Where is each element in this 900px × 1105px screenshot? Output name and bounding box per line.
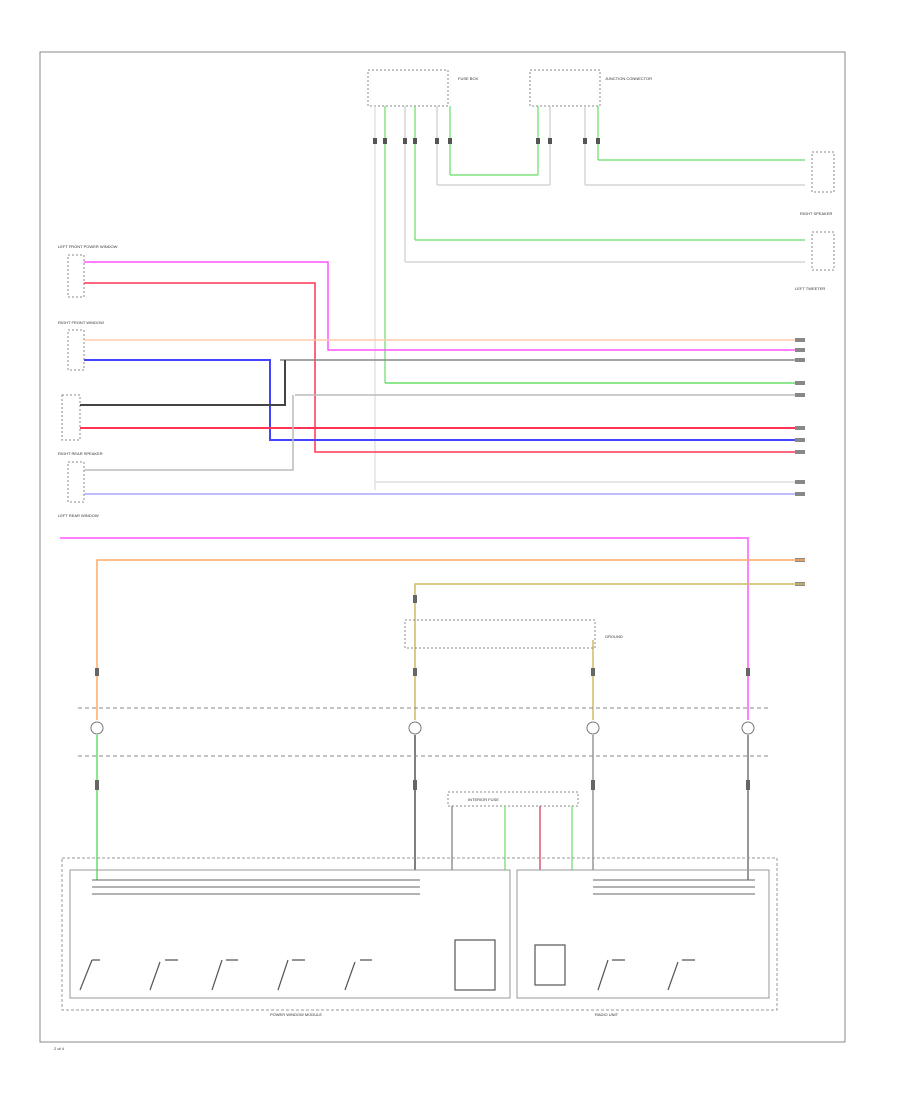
grommets (90, 721, 755, 735)
left-rear-label: LEFT REAR WINDOW (58, 513, 99, 518)
front-left-door-label: LEFT FRONT POWER WINDOW (58, 244, 118, 249)
page-number: 2 of 4 (54, 1046, 65, 1051)
inline-markers (95, 595, 750, 790)
bulkhead-lines (78, 707, 770, 757)
top-drop-wires (374, 106, 599, 490)
junction-box-label: GROUND (605, 634, 623, 639)
right-edge-terminals (795, 338, 805, 586)
module-bus-lines (92, 879, 755, 895)
left-door-connectors: LEFT FRONT POWER WINDOW RIGHT FRONT WIND… (58, 244, 118, 518)
fuse-box-label: FUSE BOX (458, 76, 479, 81)
top-pin-marks (373, 138, 600, 144)
junction-label: JUNCTION CONNECTOR (605, 76, 652, 81)
front-right-door-label: RIGHT FRONT WINDOW (58, 320, 104, 325)
module-switches (79, 939, 695, 991)
junction-box: GROUND (404, 619, 623, 649)
right-rear-label: RIGHT REAR SPEAKER (58, 451, 103, 456)
right-speaker-label: RIGHT SPEAKER (800, 211, 832, 216)
lower-wires (60, 537, 805, 880)
door-harness-wires (80, 261, 805, 495)
diagram-frame (39, 51, 846, 1043)
right-speaker-connector: RIGHT SPEAKER LEFT TWEETER (795, 151, 835, 291)
ground-block: INTERIOR FUSE (447, 791, 579, 870)
module-left-label: POWER WINDOW MODULE (270, 1012, 322, 1017)
module-enclosure (61, 857, 778, 1011)
bottom-center-label: INTERIOR FUSE (468, 797, 499, 802)
top-fuse-connector: FUSE BOX JUNCTION CONNECTOR (367, 69, 652, 107)
module-right-label: RADIO UNIT (595, 1012, 619, 1017)
right-speaker-wires (405, 159, 805, 263)
left-tweeter-label: LEFT TWEETER (795, 286, 825, 291)
